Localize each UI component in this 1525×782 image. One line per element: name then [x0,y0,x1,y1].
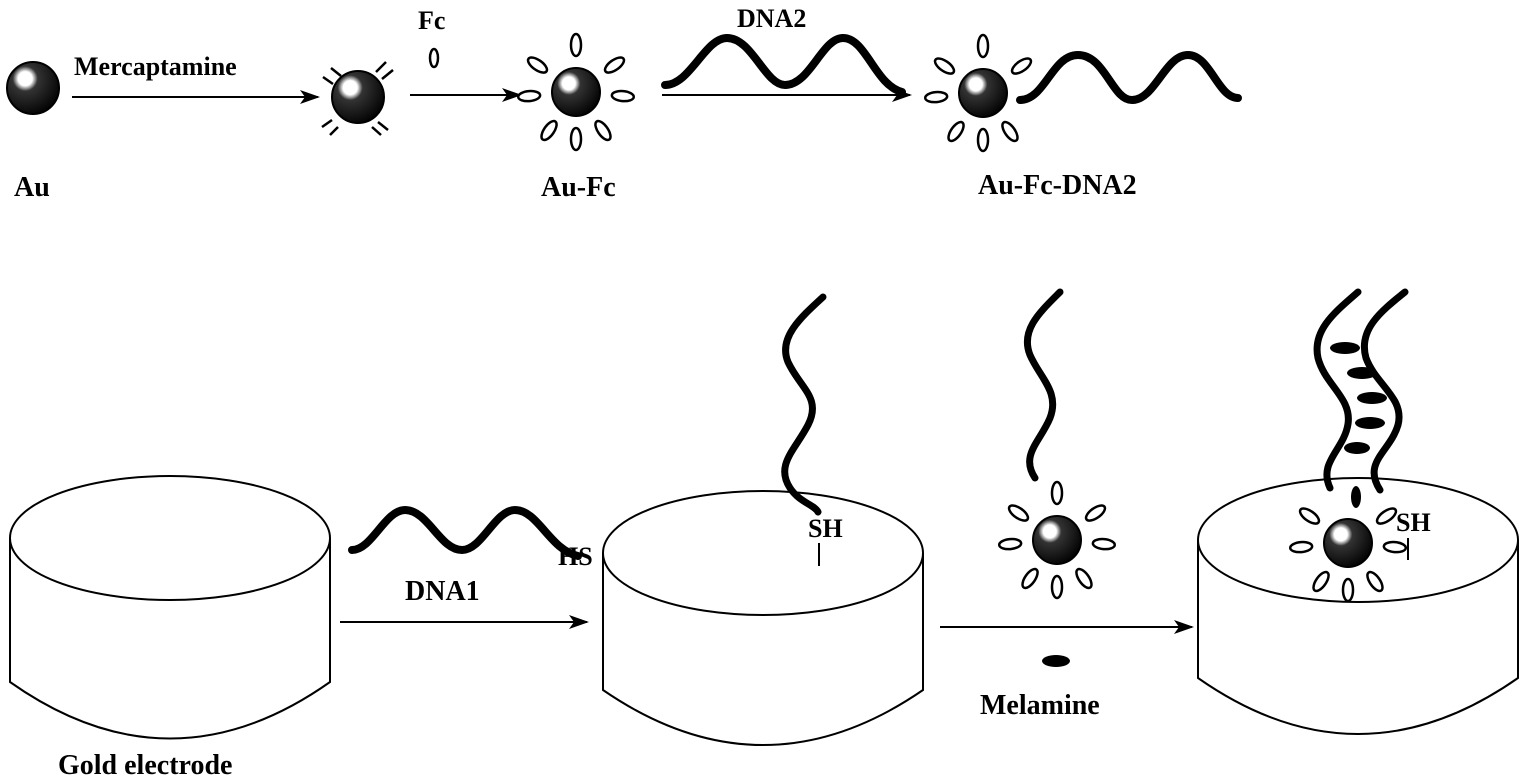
au-particle [6,61,60,115]
melamine-label: Melamine [980,690,1100,721]
au-fc-dna2-label: Au-Fc-DNA2 [978,170,1137,201]
au-label: Au [14,172,50,203]
fc-molecule-icon [428,47,440,69]
au-fc-bound-particle [1288,507,1408,603]
fc-label: Fc [418,6,446,35]
hs-label: HS [558,542,593,571]
dna2-probe-strand [1023,288,1064,482]
mercaptamine-label: Mercaptamine [74,52,237,81]
dna1-immobilized-strand [781,293,827,516]
dna1-strand [348,505,582,560]
dna2-label: DNA2 [737,4,807,33]
sh-label-2: SH [1396,508,1431,537]
dna2-strand [661,33,906,96]
au-fc-dna2-particle [923,33,1033,153]
dna-double-helix [1313,288,1409,508]
hybridized-electrode [1197,477,1519,735]
au-fc-dna2-strand [1016,50,1242,105]
dna1-label: DNA1 [405,576,480,607]
au-fc-probe-particle [997,480,1117,600]
gold-electrode-label: Gold electrode [58,750,233,781]
sh-label-1: SH [808,514,843,543]
dna1-modified-electrode [602,490,924,746]
au-fc-label: Au-Fc [541,172,616,203]
melamine-molecule-icon [1042,655,1070,667]
au-mercaptamine-particle [321,61,394,136]
au-fc-particle [516,32,636,152]
gold-electrode-cylinder [9,475,331,740]
